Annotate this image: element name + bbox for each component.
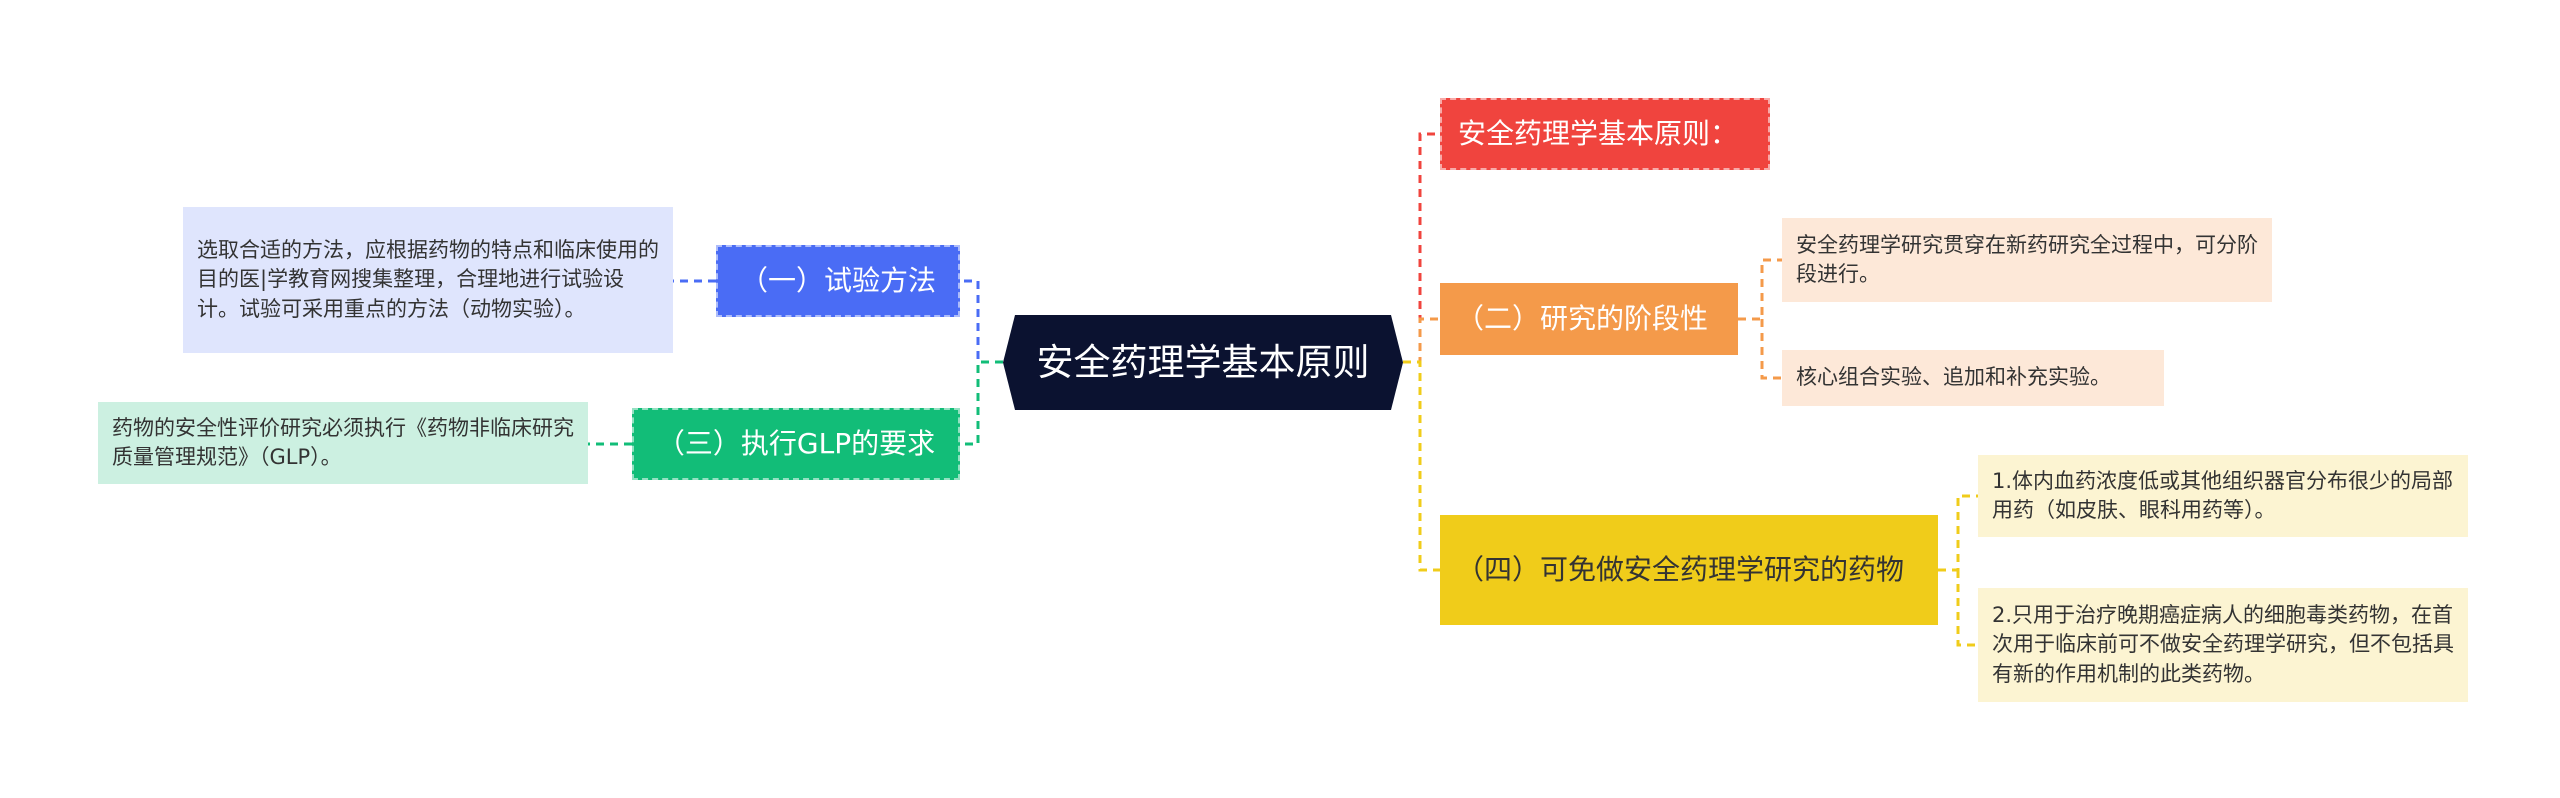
- branch-basic-principle[interactable]: 安全药理学基本原则：: [1440, 98, 1770, 170]
- branch-research-stages[interactable]: （二）研究的阶段性: [1440, 283, 1738, 355]
- connector-center-exempt: [1403, 360, 1440, 572]
- connector-center-stage: [1403, 317, 1440, 364]
- branch-glp-requirement[interactable]: （三）执行GLP的要求: [632, 408, 960, 480]
- connector-center-glp: [960, 360, 1003, 446]
- branch-exempt-drugs[interactable]: （四）可免做安全药理学研究的药物: [1440, 515, 1938, 625]
- central-topic[interactable]: 安全药理学基本原则: [1003, 315, 1403, 410]
- connector-center-principle: [1403, 132, 1440, 364]
- leaf-test-method[interactable]: 选取合适的方法，应根据药物的特点和临床使用的目的医|学教育网搜集整理，合理地进行…: [183, 207, 673, 353]
- branch-test-method[interactable]: （一）试验方法: [716, 245, 960, 317]
- leaf-glp[interactable]: 药物的安全性评价研究必须执行《药物非临床研究质量管理规范》（GLP）。: [98, 402, 588, 484]
- connector-stage-leaves: [1738, 258, 1782, 380]
- leaf-exempt-1[interactable]: 1.体内血药浓度低或其他组织器官分布很少的局部用药（如皮肤、眼科用药等）。: [1978, 455, 2468, 537]
- connector-center-method: [960, 279, 1003, 364]
- leaf-stage-1[interactable]: 安全药理学研究贯穿在新药研究全过程中，可分阶段进行。: [1782, 218, 2272, 302]
- leaf-exempt-2[interactable]: 2.只用于治疗晚期癌症病人的细胞毒类药物，在首次用于临床前可不做安全药理学研究，…: [1978, 588, 2468, 702]
- connector-exempt-leaves: [1938, 494, 1978, 647]
- leaf-stage-2[interactable]: 核心组合实验、追加和补充实验。: [1782, 350, 2164, 406]
